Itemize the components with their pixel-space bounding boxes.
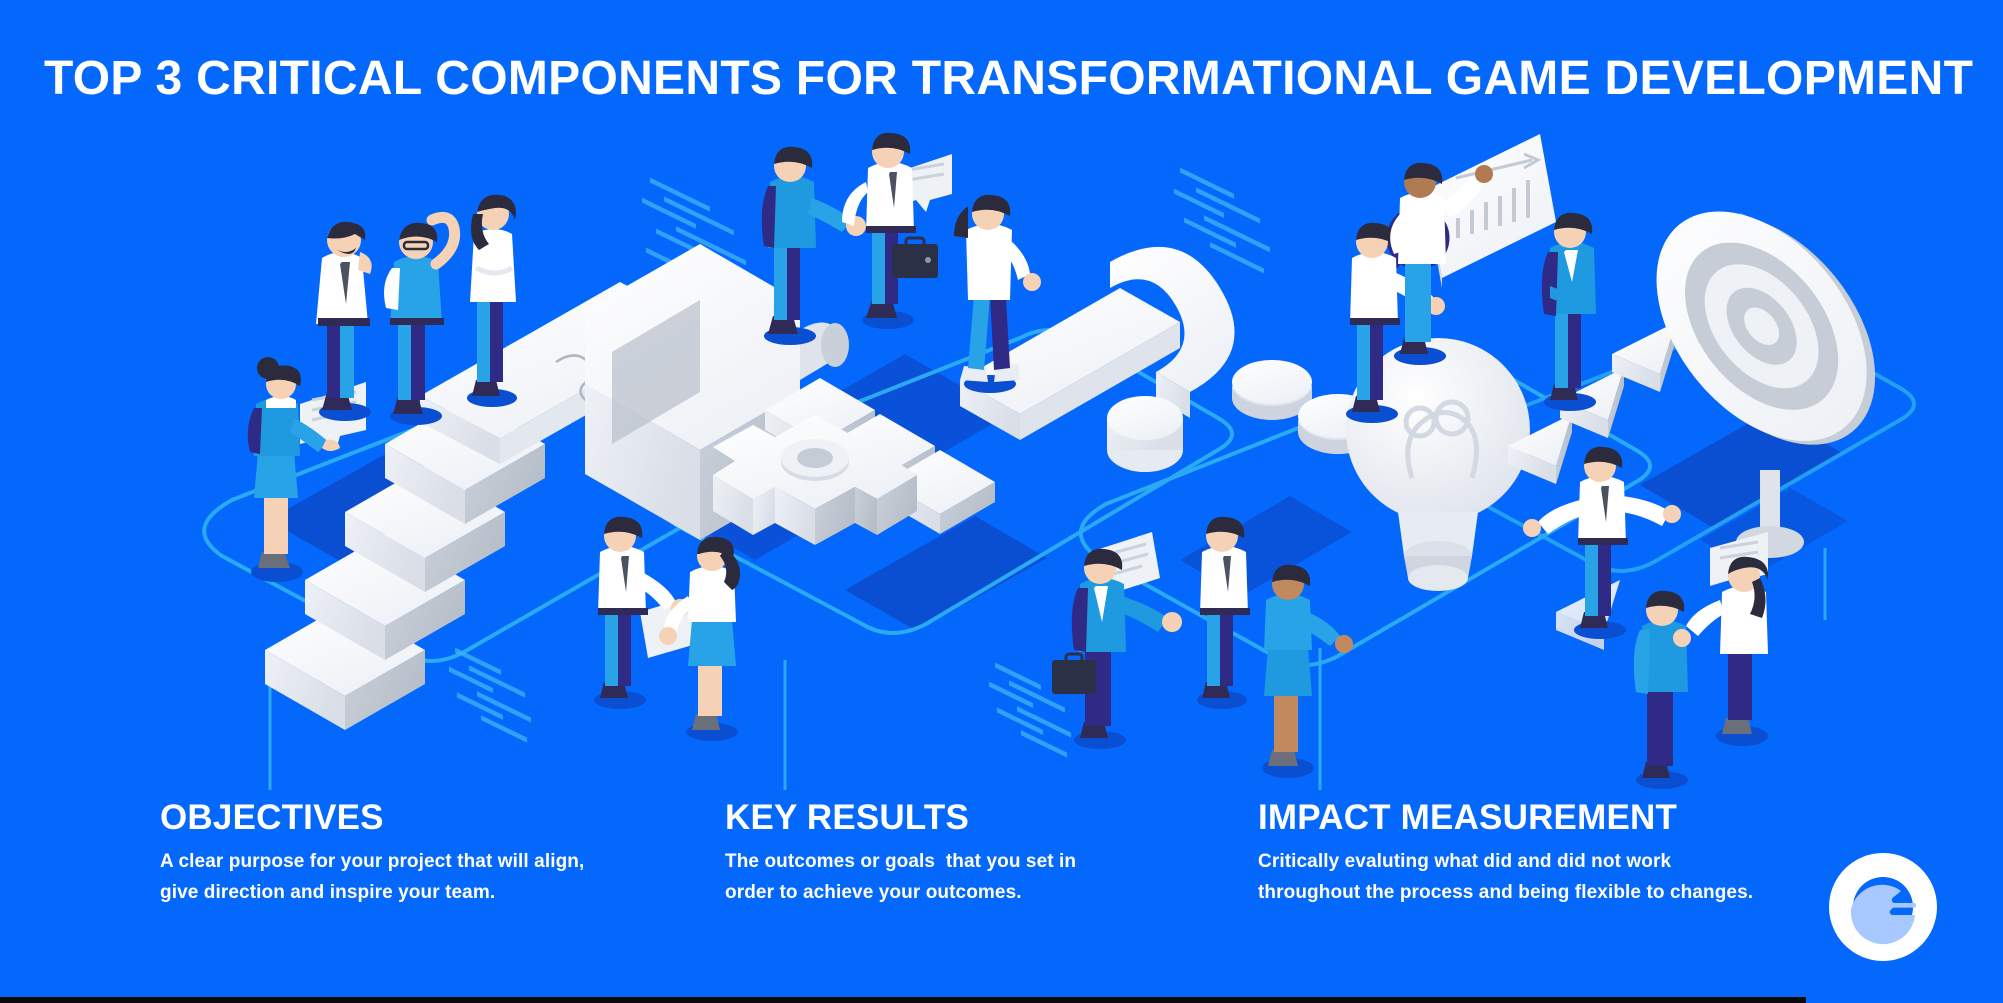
iso-path-outlines [202, 316, 1916, 667]
person-figure [1390, 162, 1493, 365]
person-figure [954, 194, 1041, 393]
column-heading-objectives: OBJECTIVES [160, 798, 384, 837]
person-figure [247, 357, 340, 582]
person-figure [1673, 556, 1769, 746]
person-figure [761, 146, 866, 345]
staircase-icon [265, 398, 545, 730]
column-body-key-results: The outcomes or goals that you set in or… [725, 851, 1082, 903]
person-figure [316, 221, 372, 421]
column-objectives: OBJECTIVES A clear purpose for your proj… [160, 800, 590, 909]
target-icon [1656, 211, 1876, 558]
magnifier-icon [1369, 206, 1450, 293]
gear-icon [713, 415, 917, 545]
column-impact-measurement: IMPACT MEASUREMENT Critically evaluting … [1258, 800, 1758, 909]
person-figure [384, 211, 461, 425]
puzzle-bridge-icon [420, 282, 700, 464]
column-body-objectives: A clear purpose for your project that wi… [160, 851, 590, 903]
column-heading-impact-measurement: IMPACT MEASUREMENT [1258, 798, 1678, 837]
wrench-icon [960, 246, 1235, 472]
person-figure [1523, 446, 1681, 639]
arrow-icon [1508, 322, 1676, 650]
person-figure [1262, 564, 1353, 778]
round-stones-icon [1232, 360, 1444, 488]
speech-bubble-icon [300, 154, 1768, 658]
c-logo [1829, 853, 1937, 961]
person-figure [659, 536, 740, 741]
person-figure [1346, 222, 1445, 423]
decor-dashes [449, 167, 1832, 758]
column-key-results: KEY RESULTS The outcomes or goals that y… [725, 800, 1125, 909]
chart-board-icon [1426, 134, 1556, 288]
page-title: TOP 3 CRITICAL COMPONENTS FOR TRANSFORMA… [44, 52, 1974, 105]
people-group [247, 132, 1769, 789]
bottom-strip [0, 997, 1806, 1003]
puzzle-piece-icon [585, 244, 849, 540]
person-figure [1052, 548, 1182, 749]
person-figure [594, 516, 689, 709]
platform-shadows [268, 354, 1848, 631]
person-figure [467, 194, 517, 407]
person-figure [1197, 516, 1250, 709]
lightbulb-icon [1346, 338, 1530, 591]
column-heading-key-results: KEY RESULTS [725, 798, 970, 837]
connector-lines [268, 548, 1827, 790]
person-figure [1633, 590, 1688, 789]
stepping-stones-icon [765, 378, 995, 534]
person-figure [1541, 212, 1596, 411]
person-figure [842, 132, 938, 329]
column-body-impact-measurement: Critically evaluting what did and did no… [1258, 851, 1754, 903]
